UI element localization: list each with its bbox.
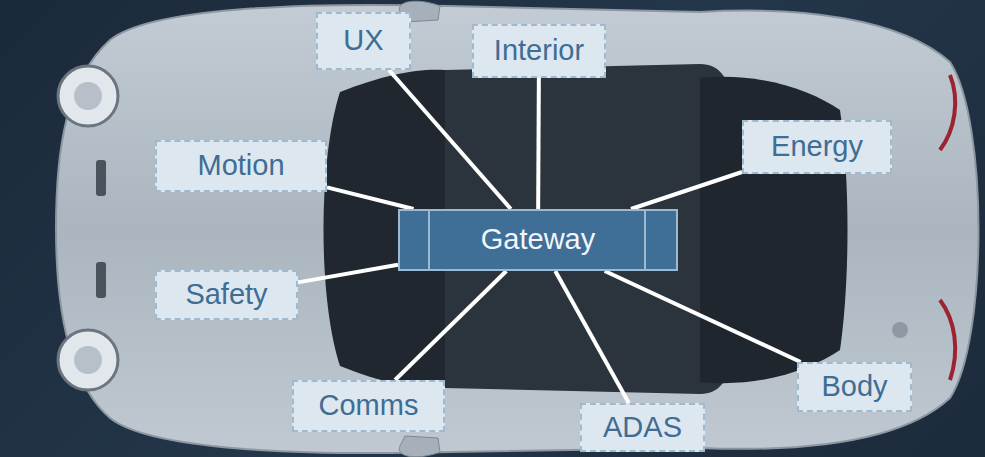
connector-line: [389, 70, 511, 209]
domain-box: Energy: [742, 120, 892, 174]
connector-line: [605, 271, 801, 362]
node-label: Gateway: [481, 224, 595, 256]
node-label: UX: [343, 25, 383, 57]
connector-line: [327, 187, 414, 209]
connector-line: [538, 78, 540, 209]
gateway-segment: [428, 211, 430, 269]
connector-line: [631, 172, 742, 209]
gateway-segment: [644, 211, 646, 269]
node-label: Interior: [494, 35, 584, 67]
node-label: Comms: [319, 390, 419, 422]
domain-box: UX: [316, 12, 411, 70]
domain-box: Body: [797, 362, 912, 412]
domain-box: Safety: [155, 270, 298, 320]
domain-box: Motion: [155, 140, 327, 192]
domain-box: Interior: [472, 24, 606, 78]
domain-box: ADAS: [580, 403, 705, 452]
node-label: Body: [821, 371, 887, 403]
gateway-box: Gateway: [398, 209, 678, 271]
connector-line: [555, 271, 629, 403]
domain-box: Comms: [292, 380, 445, 432]
connector-line: [395, 271, 506, 380]
node-label: ADAS: [603, 412, 682, 444]
node-label: Safety: [185, 279, 267, 311]
node-label: Energy: [771, 131, 863, 163]
connector-line: [298, 265, 398, 283]
node-label: Motion: [197, 150, 284, 182]
